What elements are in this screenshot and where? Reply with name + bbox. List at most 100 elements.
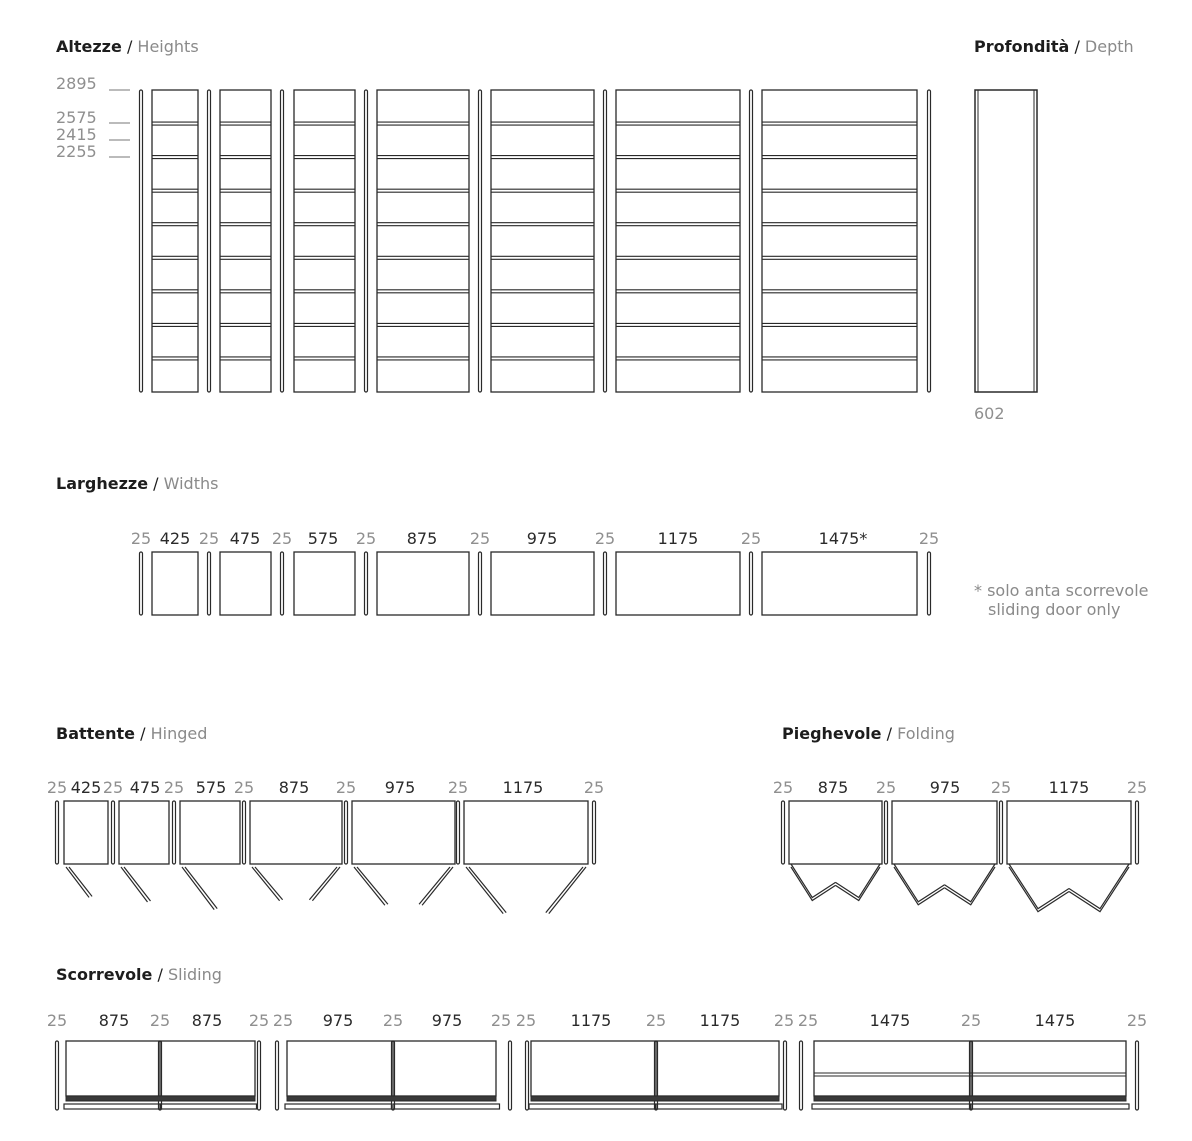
upright <box>171 800 177 865</box>
heading-separator: / <box>886 724 892 743</box>
bay-frame <box>615 89 741 393</box>
hinged-label: 975 <box>385 778 416 797</box>
sliding-label: 875 <box>99 1011 130 1030</box>
sliding-label: 1475 <box>1035 1011 1076 1030</box>
note-line-it: * solo anta scorrevole <box>974 581 1149 600</box>
upright <box>602 551 608 616</box>
sliding-label: 1175 <box>700 1011 741 1030</box>
heading-widths-en: Widths <box>163 474 219 493</box>
hinged-label: 875 <box>279 778 310 797</box>
sliding-label: 25 <box>491 1011 511 1030</box>
upright <box>54 800 60 865</box>
heading-sliding-en: Sliding <box>167 965 222 984</box>
upright <box>363 551 369 616</box>
note-line-en: sliding door only <box>988 600 1121 619</box>
sliding-door <box>284 1103 393 1110</box>
upright <box>274 1040 280 1111</box>
upright <box>206 89 212 393</box>
hinged-label: 1175 <box>503 778 544 797</box>
hinged-door <box>123 866 151 902</box>
upright <box>54 1040 60 1111</box>
heading-heights-en: Heights <box>137 37 199 56</box>
upright <box>926 89 932 393</box>
sliding-label: 25 <box>273 1011 293 1030</box>
upright <box>256 1040 262 1111</box>
sliding-track <box>530 1095 780 1102</box>
sliding-label: 25 <box>1127 1011 1147 1030</box>
bay-plan <box>179 800 241 865</box>
width-label: 25 <box>741 529 761 548</box>
bay-frame <box>151 89 199 393</box>
bay-plan <box>351 800 456 865</box>
hinged-label: 25 <box>448 778 468 797</box>
heading-depth-en: Depth <box>1084 37 1134 56</box>
bay-plan <box>151 551 199 616</box>
upright <box>455 800 461 865</box>
folding-door <box>1008 863 1070 910</box>
upright <box>138 89 144 393</box>
hinged-door <box>120 866 148 903</box>
hinged-label: 25 <box>103 778 123 797</box>
folding-door <box>944 866 996 906</box>
bay-plan <box>788 800 883 865</box>
sliding-only-note: * solo anta scorrevole sliding door only <box>974 581 1148 619</box>
sliding-label: 25 <box>646 1011 666 1030</box>
sliding-door <box>970 1103 1130 1110</box>
width-label: 25 <box>199 529 219 548</box>
folding-door <box>835 863 881 899</box>
upright <box>602 89 608 393</box>
upright <box>241 800 247 865</box>
depth-cabinet <box>974 89 1038 393</box>
upright <box>477 89 483 393</box>
bay-frame <box>490 89 595 393</box>
hinged-label: 575 <box>196 778 227 797</box>
width-label: 425 <box>160 529 191 548</box>
heading-folding: Pieghevole / Folding <box>782 724 955 743</box>
folding-door <box>1008 866 1070 913</box>
bay-plan <box>219 551 272 616</box>
width-label: 25 <box>131 529 151 548</box>
upright <box>477 551 483 616</box>
heading-hinged-en: Hinged <box>150 724 208 743</box>
heading-hinged-it: Battente <box>56 724 136 743</box>
heading-folding-en: Folding <box>897 724 955 743</box>
folding-label: 875 <box>818 778 849 797</box>
hinged-door <box>468 866 507 913</box>
bay-frame <box>761 89 918 393</box>
bay-plan <box>615 551 741 616</box>
width-label: 1475* <box>819 529 868 548</box>
folding-label: 975 <box>930 778 961 797</box>
sliding-label: 875 <box>192 1011 223 1030</box>
hinged-door <box>465 866 504 914</box>
sliding-door <box>528 1103 656 1110</box>
hinged-door <box>308 866 338 901</box>
upright <box>110 800 116 865</box>
hinged-door <box>548 866 587 914</box>
depth-label: 602 <box>974 404 1005 423</box>
heading-separator: / <box>1074 37 1080 56</box>
depth-elevation: 602 <box>974 89 1038 423</box>
bay-plan <box>376 551 470 616</box>
bay-plan <box>63 800 109 865</box>
bay-plan <box>249 800 343 865</box>
width-label: 575 <box>308 529 339 548</box>
heading-widths: Larghezze / Widths <box>56 474 218 493</box>
sliding-track <box>286 1095 497 1102</box>
heading-widths-it: Larghezze <box>56 474 149 493</box>
height-label: 2415 <box>56 125 97 144</box>
sliding-label: 1475 <box>870 1011 911 1030</box>
heading-separator: / <box>126 37 133 56</box>
upright <box>343 800 349 865</box>
width-label: 25 <box>356 529 376 548</box>
upright <box>798 1040 804 1111</box>
hinged-label: 425 <box>71 778 102 797</box>
width-label: 975 <box>527 529 558 548</box>
hinged-door <box>254 866 284 901</box>
hinged-door <box>251 866 281 902</box>
hinged-door <box>418 866 451 905</box>
sliding-door <box>159 1103 258 1110</box>
hinged-door <box>181 866 215 910</box>
